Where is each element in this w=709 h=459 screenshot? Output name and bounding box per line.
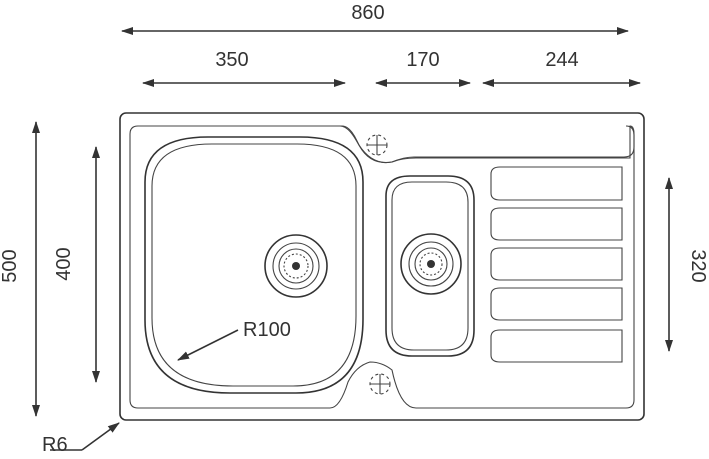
drainer-groove xyxy=(490,287,623,321)
bowl-radius-label: R100 xyxy=(243,319,291,341)
corner-radius-callout: R6 xyxy=(42,422,120,456)
small-bowl xyxy=(385,175,475,357)
drainer-board xyxy=(490,166,623,363)
overflow-hole xyxy=(369,373,391,395)
main-bowl-outer xyxy=(144,136,364,394)
dimension-overall-width: 860 xyxy=(121,2,629,35)
dimension-label-overall-width: 860 xyxy=(351,2,384,24)
corner-radius-label: R6 xyxy=(42,434,68,456)
small-bowl-outer xyxy=(385,175,475,357)
dimension-label-overall-depth: 500 xyxy=(0,249,21,282)
small-bowl-inner xyxy=(391,181,469,351)
drainer-groove xyxy=(490,247,623,281)
dimension-overall-depth: 500 xyxy=(0,121,40,417)
small-bowl-drain xyxy=(400,233,462,295)
dimension-label-drainer-width: 244 xyxy=(545,49,578,71)
dimension-drainer-width: 244 xyxy=(482,49,641,87)
drainer-groove xyxy=(490,207,623,241)
drainer-groove xyxy=(490,329,623,363)
main-bowl-inner xyxy=(151,143,357,387)
sink-inner-rim-full xyxy=(129,125,635,409)
dimension-label-drainer-depth: 320 xyxy=(687,249,709,282)
dimension-main-bowl-width: 350 xyxy=(142,49,346,87)
main-bowl-drain xyxy=(264,234,328,298)
dimension-label-bowl-depth: 400 xyxy=(53,247,75,280)
dimension-bowl-depth: 400 xyxy=(53,146,100,383)
sink-outline xyxy=(119,112,645,421)
dimension-small-bowl-width: 170 xyxy=(375,49,471,87)
main-bowl xyxy=(144,136,364,394)
tap-hole xyxy=(366,134,388,156)
dimension-drainer-depth: 320 xyxy=(665,177,709,352)
dimension-label-small-bowl-width: 170 xyxy=(406,49,439,71)
bowl-radius-callout: R100 xyxy=(177,319,291,361)
sink-outer-edge xyxy=(119,112,645,421)
drainer-groove xyxy=(490,166,623,201)
dimension-label-main-bowl-width: 350 xyxy=(215,49,248,71)
